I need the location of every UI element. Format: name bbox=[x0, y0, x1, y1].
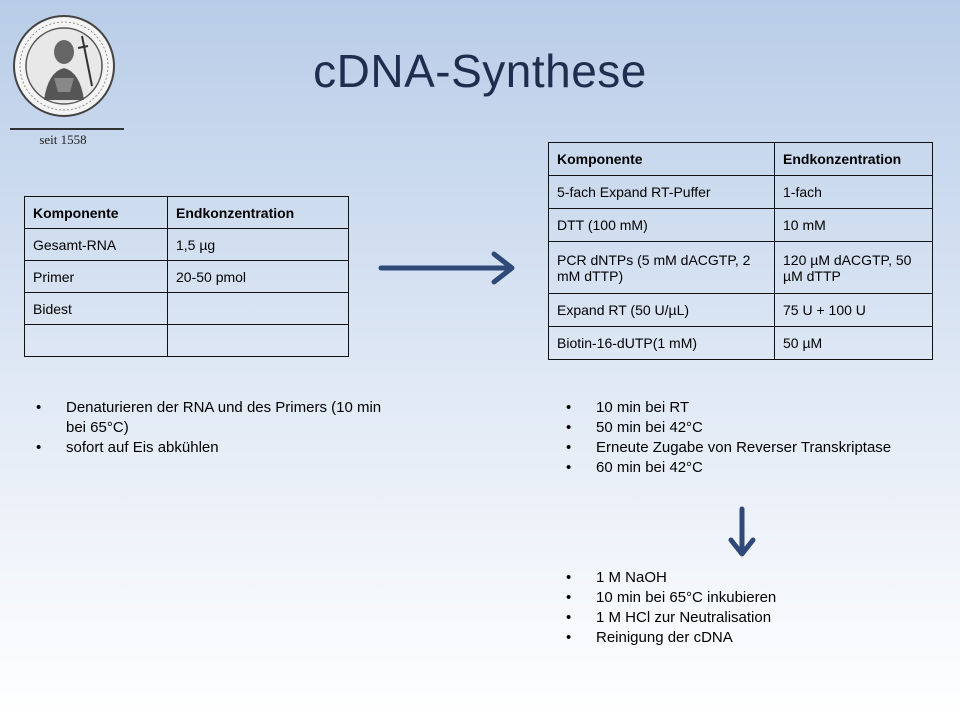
table-cell: PCR dNTPs (5 mM dACGTP, 2 mM dTTP) bbox=[548, 241, 775, 294]
list-item: Reinigung der cDNA bbox=[558, 628, 958, 648]
page-title: cDNA-Synthese bbox=[313, 45, 647, 97]
table-cell: Bidest bbox=[24, 292, 168, 325]
table-header-row: Komponente Endkonzentration bbox=[24, 196, 349, 229]
table-cell bbox=[167, 324, 349, 357]
table-row: Primer 20-50 pmol bbox=[24, 260, 349, 293]
list-item: 10 min bei 65°C inkubieren bbox=[558, 588, 958, 608]
table-header-row: Komponente Endkonzentration bbox=[548, 142, 933, 176]
table-cell: 5-fach Expand RT-Puffer bbox=[548, 175, 775, 209]
table-cell: 1,5 µg bbox=[167, 228, 349, 261]
seal-rule bbox=[10, 128, 124, 130]
table-cell: 75 U + 100 U bbox=[774, 293, 933, 327]
arrow-down-icon bbox=[728, 506, 756, 557]
list-item: 60 min bei 42°C bbox=[558, 458, 958, 478]
list-item: sofort auf Eis abkühlen bbox=[28, 438, 388, 458]
table-row: Bidest bbox=[24, 292, 349, 325]
table-row: Gesamt-RNA 1,5 µg bbox=[24, 228, 349, 261]
table-cell: Gesamt-RNA bbox=[24, 228, 168, 261]
table-right: Komponente Endkonzentration 5-fach Expan… bbox=[548, 142, 933, 360]
seal-emblem-icon bbox=[13, 15, 115, 117]
table-cell bbox=[24, 324, 168, 357]
table-cell bbox=[167, 292, 349, 325]
list-item: 1 M HCl zur Neutralisation bbox=[558, 608, 958, 628]
table-row bbox=[24, 324, 349, 357]
arrow-right-icon bbox=[378, 251, 515, 285]
bullet-list-right-top: 10 min bei RT 50 min bei 42°C Erneute Zu… bbox=[558, 398, 958, 478]
list-item: 10 min bei RT bbox=[558, 398, 958, 418]
table-cell: 20-50 pmol bbox=[167, 260, 349, 293]
table-cell: DTT (100 mM) bbox=[548, 208, 775, 242]
table-cell: 120 µM dACGTP, 50 µM dTTP bbox=[774, 241, 933, 294]
table-header-cell: Komponente bbox=[24, 196, 168, 229]
table-cell: Expand RT (50 U/µL) bbox=[548, 293, 775, 327]
list-item: Erneute Zugabe von Reverser Transkriptas… bbox=[558, 438, 958, 458]
table-row: PCR dNTPs (5 mM dACGTP, 2 mM dTTP) 120 µ… bbox=[548, 241, 933, 294]
table-left: Komponente Endkonzentration Gesamt-RNA 1… bbox=[24, 196, 349, 357]
table-row: Expand RT (50 U/µL) 75 U + 100 U bbox=[548, 293, 933, 327]
bullet-list-left: Denaturieren der RNA und des Primers (10… bbox=[28, 398, 388, 458]
list-item: 50 min bei 42°C bbox=[558, 418, 958, 438]
table-row: 5-fach Expand RT-Puffer 1-fach bbox=[548, 175, 933, 209]
table-row: Biotin-16-dUTP(1 mM) 50 µM bbox=[548, 326, 933, 360]
table-header-cell: Komponente bbox=[548, 142, 775, 176]
table-cell: Biotin-16-dUTP(1 mM) bbox=[548, 326, 775, 360]
seal-caption: seit 1558 bbox=[39, 132, 87, 147]
table-cell: Primer bbox=[24, 260, 168, 293]
table-header-cell: Endkonzentration bbox=[167, 196, 349, 229]
list-item: 1 M NaOH bbox=[558, 568, 958, 588]
table-cell: 50 µM bbox=[774, 326, 933, 360]
table-cell: 10 mM bbox=[774, 208, 933, 242]
table-header-cell: Endkonzentration bbox=[774, 142, 933, 176]
list-item: Denaturieren der RNA und des Primers (10… bbox=[28, 398, 388, 438]
bullet-list-right-bottom: 1 M NaOH 10 min bei 65°C inkubieren 1 M … bbox=[558, 568, 958, 648]
table-row: DTT (100 mM) 10 mM bbox=[548, 208, 933, 242]
table-cell: 1-fach bbox=[774, 175, 933, 209]
university-seal-logo: seit 1558 bbox=[8, 8, 124, 156]
